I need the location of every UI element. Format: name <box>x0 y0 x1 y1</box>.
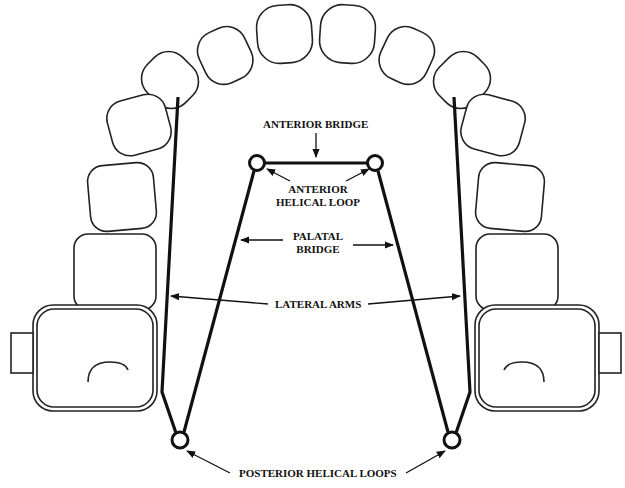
part-label: PALATAL BRIDGE <box>286 230 350 256</box>
part-label: ANTERIOR BRIDGE <box>262 118 369 131</box>
part-label: POSTERIOR HELICAL LOOPS <box>238 467 398 480</box>
part-label: LATERAL ARMS <box>274 298 362 311</box>
part-label: ANTERIOR HELICAL LOOP <box>261 183 375 209</box>
